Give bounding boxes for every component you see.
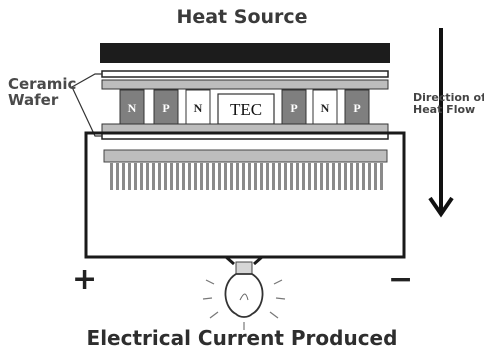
- heat-sink-fin: [332, 163, 335, 190]
- heat-sink-fin: [380, 163, 383, 190]
- heat-flow-arrow-icon: [428, 28, 454, 218]
- heat-sink-fin: [110, 163, 113, 190]
- wafer-pointer: [71, 86, 102, 137]
- light-bulb-icon: [202, 261, 286, 330]
- wafer-label-line1: Ceramic: [8, 75, 77, 93]
- heat-sink-fin: [314, 163, 317, 190]
- negative-terminal-sign: −: [388, 262, 414, 297]
- heat-source-bar: [100, 43, 390, 63]
- heat-sink-fin: [260, 163, 263, 190]
- top-conductor-strip: [101, 79, 389, 90]
- heat-sink-fin: [272, 163, 275, 190]
- n-element: [119, 89, 145, 125]
- heat-sink-fin: [230, 163, 233, 190]
- element-label: N: [128, 101, 137, 115]
- heat-sink-fin: [308, 163, 311, 190]
- heat-sink-fin: [140, 163, 143, 190]
- electrical-current-label: Electrical Current Produced: [86, 326, 398, 350]
- positive-terminal-sign: +: [72, 262, 98, 297]
- heat-sink-fin: [158, 163, 161, 190]
- heat-flow-label-line2: Heat Flow: [413, 103, 476, 116]
- heat-sink-fins: [110, 163, 383, 190]
- ceramic-wafer-label: Ceramic Wafer: [8, 76, 76, 108]
- wafer-label-line2: Wafer: [8, 91, 59, 109]
- heat-sink-fin: [236, 163, 239, 190]
- p-element: [281, 89, 307, 125]
- heat-sink-fin: [188, 163, 191, 190]
- heat-sink-fin: [194, 163, 197, 190]
- heat-sink-fin: [242, 163, 245, 190]
- heat-sink-fin: [134, 163, 137, 190]
- heat-sink-fin: [302, 163, 305, 190]
- wire-right: [253, 255, 404, 266]
- heat-sink-fin: [176, 163, 179, 190]
- heat-sink-fin: [182, 163, 185, 190]
- heat-sink-fin: [266, 163, 269, 190]
- heat-sink-fin: [152, 163, 155, 190]
- element-label: P: [290, 101, 297, 115]
- heat-sink-fin: [170, 163, 173, 190]
- heat-flow-label-line1: Direction of: [413, 91, 484, 104]
- heat-sink-fin: [200, 163, 203, 190]
- heat-sink-fin: [344, 163, 347, 190]
- heat-sink-fin: [206, 163, 209, 190]
- heat-sink-fin: [218, 163, 221, 190]
- heat-sink-fin: [296, 163, 299, 190]
- element-label: N: [321, 101, 330, 115]
- heat-sink-fin: [164, 163, 167, 190]
- element-label: P: [162, 101, 169, 115]
- heat-sink-fin: [212, 163, 215, 190]
- heat-sink-fin: [362, 163, 365, 190]
- heat-sink-fin: [146, 163, 149, 190]
- heat-sink-fin: [320, 163, 323, 190]
- semiconductor-elements: [119, 89, 370, 125]
- heat-sink-fin: [350, 163, 353, 190]
- heat-flow-label: Direction of Heat Flow: [413, 92, 484, 116]
- tec-label: TEC: [230, 100, 262, 119]
- heat-sink-fin: [122, 163, 125, 190]
- heat-sink-frame: [84, 131, 406, 259]
- heat-sink-fin: [248, 163, 251, 190]
- heat-source-title: Heat Source: [176, 6, 308, 28]
- heat-sink-fin: [326, 163, 329, 190]
- heat-sink-fin: [128, 163, 131, 190]
- top-ceramic-wafer: [101, 70, 389, 78]
- heat-sink-fin: [116, 163, 119, 190]
- heat-sink-fin: [374, 163, 377, 190]
- heat-sink-fin: [338, 163, 341, 190]
- wafer-pointer: [71, 73, 102, 88]
- heat-sink-base: [103, 149, 388, 163]
- heat-sink-fin: [290, 163, 293, 190]
- heat-sink-fin: [278, 163, 281, 190]
- element-label: P: [353, 101, 360, 115]
- element-label: N: [194, 101, 203, 115]
- heat-sink-fin: [356, 163, 359, 190]
- p-element: [344, 89, 370, 125]
- heat-sink-fin: [224, 163, 227, 190]
- heat-sink-fin: [254, 163, 257, 190]
- heat-sink-fin: [284, 163, 287, 190]
- wire-left: [86, 255, 235, 266]
- heat-sink-fin: [368, 163, 371, 190]
